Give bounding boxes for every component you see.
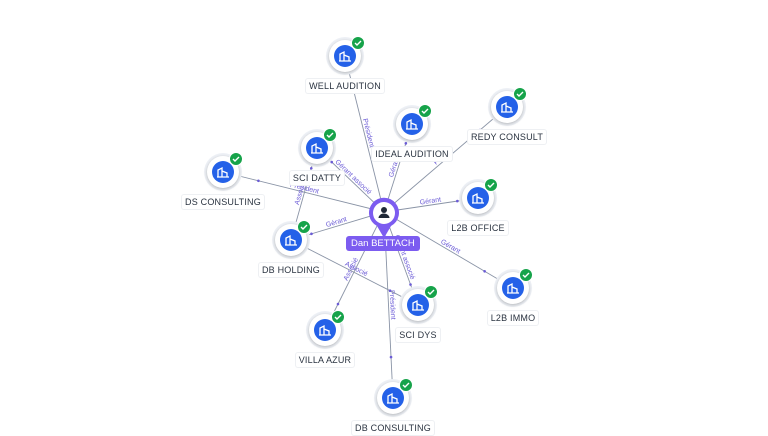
verified-check-icon [424, 285, 438, 299]
building-icon [412, 299, 424, 311]
edge-arrow-dot [310, 232, 313, 236]
company-label: WELL AUDITION [306, 79, 384, 93]
edge-arrow-dot [456, 199, 459, 203]
company-label: IDEAL AUDITION [372, 147, 452, 161]
edge-arrow-dot [257, 179, 260, 183]
verified-check-icon [331, 310, 345, 324]
verified-check-icon [519, 268, 533, 282]
building-icon [311, 142, 323, 154]
company-circle[interactable] [491, 91, 523, 123]
company-label: SCI DYS [396, 328, 440, 342]
edge-arrow-dot [388, 289, 392, 293]
company-label: VILLA AZUR [295, 353, 355, 367]
edge-arrow-dot [330, 160, 334, 164]
edge-arrow-dot [389, 355, 393, 359]
verified-check-icon [484, 178, 498, 192]
building-icon [217, 166, 229, 178]
building-icon [339, 50, 351, 62]
company-circle[interactable] [329, 40, 361, 72]
building-icon [387, 392, 399, 404]
edge-arrow-dot [409, 283, 412, 286]
building-icon [319, 324, 331, 336]
verified-check-icon [399, 378, 413, 392]
verified-check-icon [351, 36, 365, 50]
company-circle[interactable] [402, 289, 434, 321]
company-circle[interactable] [396, 108, 428, 140]
building-icon [472, 192, 484, 204]
verified-check-icon [418, 104, 432, 118]
relation-edge [383, 211, 514, 289]
building-icon [285, 234, 297, 246]
edge-arrow-dot [404, 142, 408, 145]
building-icon [507, 282, 519, 294]
verified-check-icon [513, 87, 527, 101]
verified-check-icon [229, 152, 243, 166]
company-label: DS CONSULTING [182, 195, 264, 209]
company-label: L2B OFFICE [448, 221, 508, 235]
company-label: DB CONSULTING [352, 421, 434, 435]
company-label: DB HOLDING [258, 263, 323, 277]
building-icon [501, 101, 513, 113]
relation-edge [290, 239, 419, 306]
edge-arrow-dot [483, 269, 486, 273]
person-pin-icon[interactable] [368, 197, 400, 239]
verified-check-icon [323, 128, 337, 142]
relation-edge [222, 171, 385, 213]
company-label: SCI DATTY [289, 171, 345, 185]
edge-arrow-dot [336, 302, 340, 306]
relation-role-label: Gérant [419, 196, 441, 206]
company-circle[interactable] [377, 382, 409, 414]
edge-arrow-dot [309, 166, 313, 170]
person-name-label[interactable]: Dan BETTACH [346, 236, 420, 251]
company-label: REDY CONSULT [467, 130, 547, 144]
company-label: L2B IMMO [487, 311, 539, 325]
relation-role-label: Gérant [325, 216, 348, 229]
verified-check-icon [297, 220, 311, 234]
relation-role-label: Président [388, 290, 396, 320]
building-icon [406, 118, 418, 130]
